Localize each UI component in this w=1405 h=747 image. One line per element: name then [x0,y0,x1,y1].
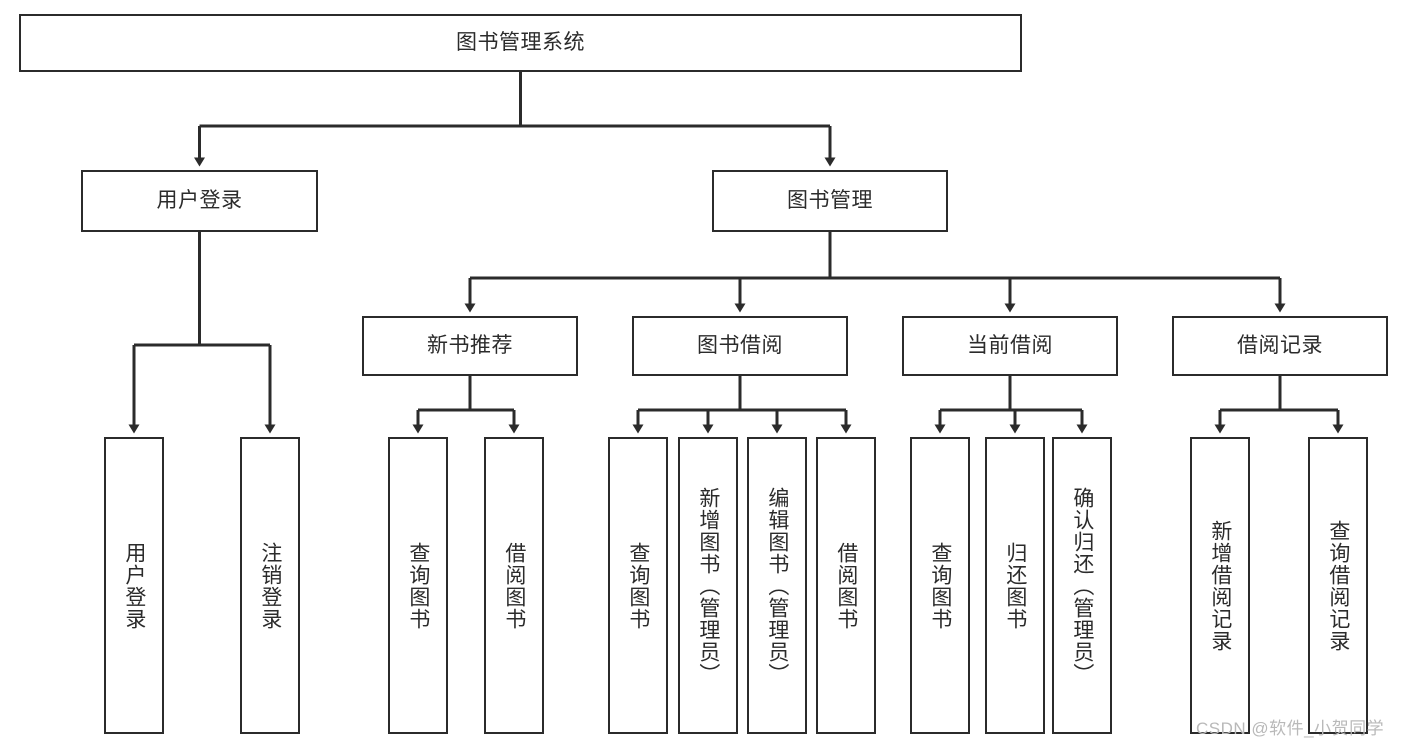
leaf-borrow-book-recommend[interactable]: 借阅图书 [484,437,544,734]
node-label: 编辑图书（管理员） [765,486,789,685]
leaf-borrow-book[interactable]: 借阅图书 [816,437,876,734]
node-label: 确认归还（管理员） [1070,486,1094,685]
node-borrow-record[interactable]: 借阅记录 [1172,316,1388,376]
node-book-management[interactable]: 图书管理 [712,170,948,232]
node-label: 用户登录 [156,189,243,213]
node-user-login[interactable]: 用户登录 [81,170,318,232]
node-label: 借阅图书 [502,541,526,630]
node-root-book-management-system[interactable]: 图书管理系统 [19,14,1022,72]
node-label: 新增图书（管理员） [696,486,720,685]
node-label: 新书推荐 [427,334,513,358]
node-label: 当前借阅 [967,334,1053,358]
watermark-credit: CSDN @软件_小贺同学 [1196,719,1385,738]
node-label: 归还图书 [1003,541,1027,630]
leaf-logout-login[interactable]: 注销登录 [240,437,300,734]
leaf-add-borrow-record[interactable]: 新增借阅记录 [1190,437,1250,734]
node-label: 注销登录 [258,541,282,630]
leaf-return-book[interactable]: 归还图书 [985,437,1045,734]
leaf-query-borrow-record[interactable]: 查询借阅记录 [1308,437,1368,734]
node-label: 查询借阅记录 [1326,519,1350,652]
node-book-borrow[interactable]: 图书借阅 [632,316,848,376]
node-label: 借阅记录 [1237,334,1323,358]
node-label: 图书管理系统 [456,31,585,55]
leaf-query-book-borrow[interactable]: 查询图书 [608,437,668,734]
node-label: 图书借阅 [697,334,783,358]
node-label: 查询图书 [928,541,952,630]
node-label: 查询图书 [626,541,650,630]
leaf-query-book-current[interactable]: 查询图书 [910,437,970,734]
node-label: 用户登录 [122,541,146,630]
node-label: 借阅图书 [834,541,858,630]
node-label: 图书管理 [787,189,873,213]
leaf-edit-book-admin[interactable]: 编辑图书（管理员） [747,437,807,734]
leaf-confirm-return-admin[interactable]: 确认归还（管理员） [1052,437,1112,734]
leaf-user-login[interactable]: 用户登录 [104,437,164,734]
node-new-book-recommend[interactable]: 新书推荐 [362,316,578,376]
node-current-borrow[interactable]: 当前借阅 [902,316,1118,376]
leaf-query-book-recommend[interactable]: 查询图书 [388,437,448,734]
leaf-add-book-admin[interactable]: 新增图书（管理员） [678,437,738,734]
node-label: 新增借阅记录 [1208,519,1232,652]
node-label: 查询图书 [406,541,430,630]
